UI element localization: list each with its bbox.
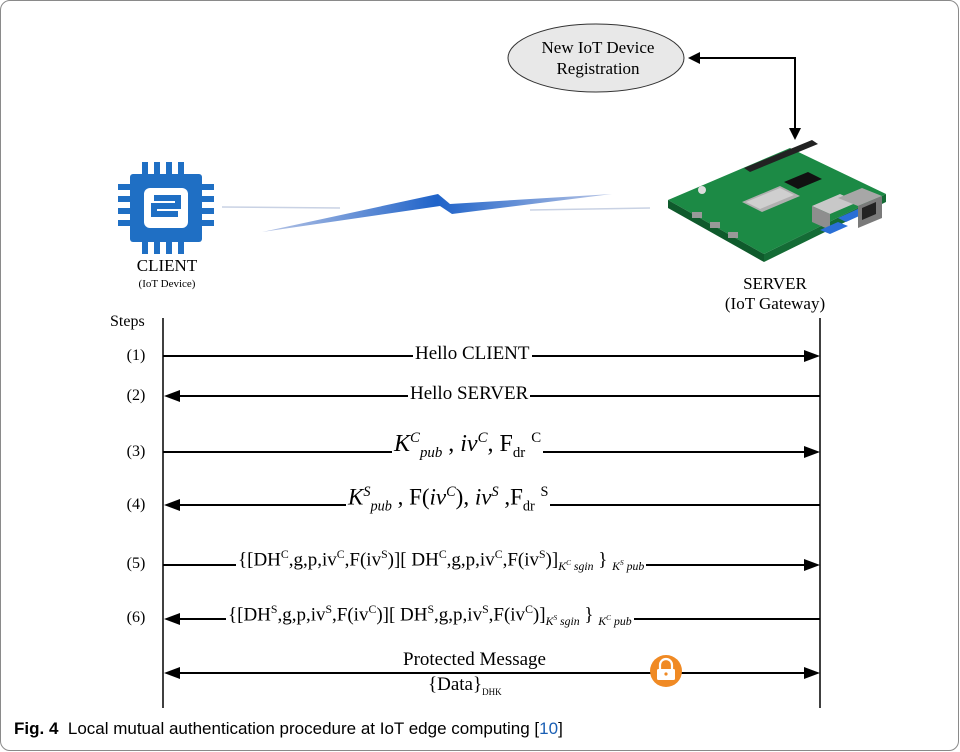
caption-close-bracket: ] [558, 719, 563, 738]
step-6: (6) [126, 609, 146, 626]
client-subtitle: (IoT Device) [138, 278, 196, 290]
message-data: {Data}DHK [426, 674, 504, 697]
step-4: (4) [126, 496, 146, 513]
message-step-4: KSpub , F(ivC), ivS ,Fdr S [346, 484, 551, 516]
registration-connector [690, 57, 796, 132]
registration-line2: Registration [556, 59, 640, 78]
registration-arrowhead-left [688, 52, 700, 64]
wireless-line-left [221, 206, 341, 209]
arrow-protected-message [164, 667, 820, 679]
registration-ellipse [507, 23, 685, 93]
client-title: CLIENT [136, 256, 198, 275]
lock-icon [650, 655, 682, 687]
wireless-line-right [529, 207, 651, 211]
message-hello-server: Hello SERVER [408, 383, 531, 405]
message-hello-client: Hello CLIENT [413, 343, 532, 365]
message-protected: Protected Message [401, 649, 548, 671]
step-3: (3) [126, 443, 146, 460]
step-5: (5) [126, 555, 146, 572]
step-1: (1) [126, 347, 146, 364]
server-title: SERVER [743, 274, 807, 293]
figure-caption: Fig. 4 Local mutual authentication proce… [14, 719, 563, 739]
raspberry-pi-board-icon [668, 140, 886, 262]
data-subscript: DHK [482, 686, 502, 697]
chip-icon [118, 162, 214, 254]
registration-arrowhead-down [789, 128, 801, 140]
step-2: (2) [126, 387, 146, 404]
steps-label: Steps [110, 313, 145, 330]
caption-reference-link[interactable]: 10 [539, 719, 559, 738]
message-step-3: KCpub , ivC, Fdr C [392, 430, 544, 462]
server-subtitle: (IoT Gateway) [724, 294, 826, 313]
data-text: {Data} [428, 674, 483, 695]
caption-text: Local mutual authentication procedure at… [67, 719, 540, 738]
message-step-6: {[DHS,g,p,ivS,F(ivC)][ DHS,g,p,ivS,F(ivC… [226, 603, 634, 630]
message-step-5: {[DHC,g,p,ivC,F(ivS)][ DHC,g,p,ivC,F(ivS… [236, 548, 647, 575]
lightning-bolt [262, 194, 612, 232]
caption-figure-number: Fig. 4 [14, 719, 59, 738]
registration-label: New IoT Device Registration [510, 24, 686, 92]
registration-line1: New IoT Device [541, 38, 655, 57]
